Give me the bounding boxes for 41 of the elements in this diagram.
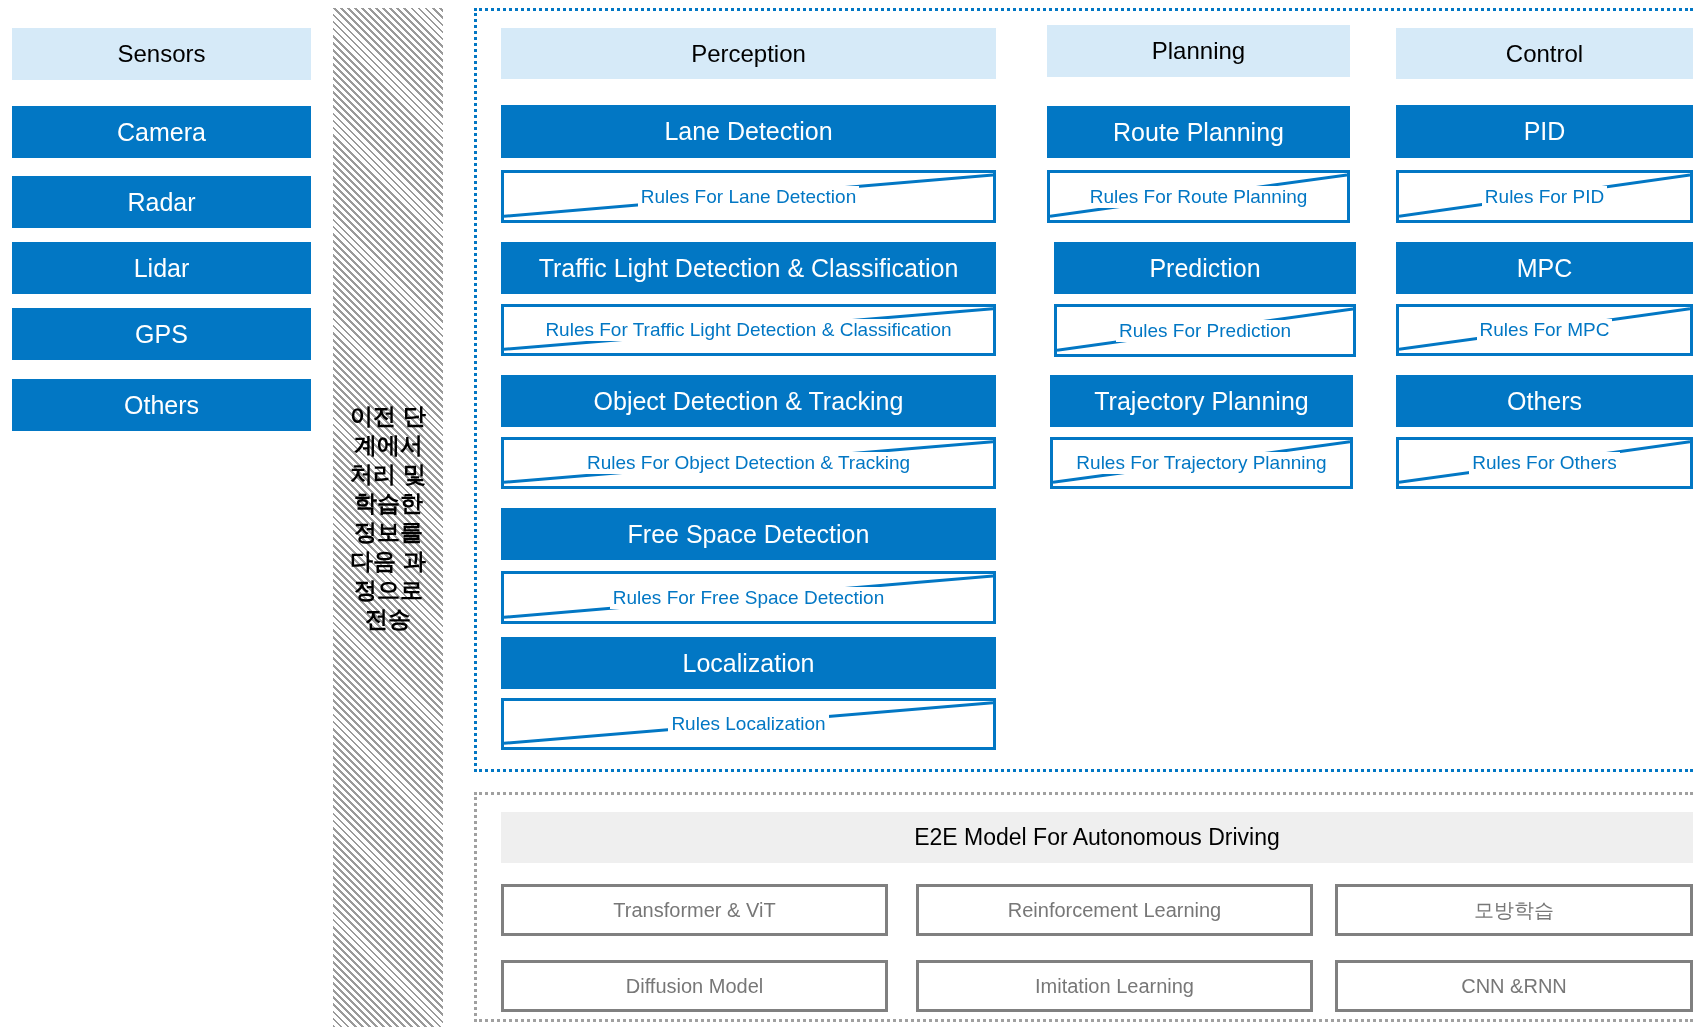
crossed-out-box: Rules For PID xyxy=(1396,170,1693,223)
module-box: GPS xyxy=(12,308,311,360)
crossed-out-box: Rules For MPC xyxy=(1396,304,1693,356)
module-box: Traffic Light Detection & Classification xyxy=(501,242,996,294)
column-header: Sensors xyxy=(12,28,311,80)
crossed-out-box: Rules For Prediction xyxy=(1054,304,1356,357)
module-box: Others xyxy=(1396,375,1693,427)
model-box: 모방학습 xyxy=(1335,884,1693,936)
module-box: Lidar xyxy=(12,242,311,294)
model-box: Transformer & ViT xyxy=(501,884,888,936)
crossed-out-box: Rules For Lane Detection xyxy=(501,170,996,223)
crossed-out-box: Rules For Traffic Light Detection & Classification xyxy=(501,304,996,356)
module-box: Radar xyxy=(12,176,311,228)
crossed-out-box: Rules For Free Space Detection xyxy=(501,571,996,624)
model-box: Diffusion Model xyxy=(501,960,888,1012)
column-header: Planning xyxy=(1047,25,1350,77)
crossed-out-box: Rules Localization xyxy=(501,698,996,750)
module-box: MPC xyxy=(1396,242,1693,294)
module-box: Camera xyxy=(12,106,311,158)
module-box: Lane Detection xyxy=(501,105,996,158)
crossed-out-box: Rules For Others xyxy=(1396,437,1693,489)
module-box: Route Planning xyxy=(1047,106,1350,158)
crossed-out-box: Rules For Object Detection & Tracking xyxy=(501,437,996,489)
column-header: Control xyxy=(1396,28,1693,79)
hatched-band: 이전 단계에서 처리 및 학습한 정보를 다음 과정으로 전송 xyxy=(333,8,443,1027)
model-box: Imitation Learning xyxy=(916,960,1313,1012)
model-box: Reinforcement Learning xyxy=(916,884,1313,936)
module-box: Prediction xyxy=(1054,242,1356,294)
section-header: E2E Model For Autonomous Driving xyxy=(501,812,1693,863)
module-box: Trajectory Planning xyxy=(1050,375,1353,427)
dotted-frame xyxy=(474,8,1693,772)
module-box: Localization xyxy=(501,637,996,689)
dotted-frame xyxy=(474,792,1693,1022)
crossed-out-box: Rules For Route Planning xyxy=(1047,170,1350,223)
module-box: Object Detection & Tracking xyxy=(501,375,996,427)
module-box: Others xyxy=(12,379,311,431)
module-box: PID xyxy=(1396,105,1693,158)
column-header: Perception xyxy=(501,28,996,79)
crossed-out-box: Rules For Trajectory Planning xyxy=(1050,437,1353,489)
model-box: CNN &RNN xyxy=(1335,960,1693,1012)
module-box: Free Space Detection xyxy=(501,508,996,560)
